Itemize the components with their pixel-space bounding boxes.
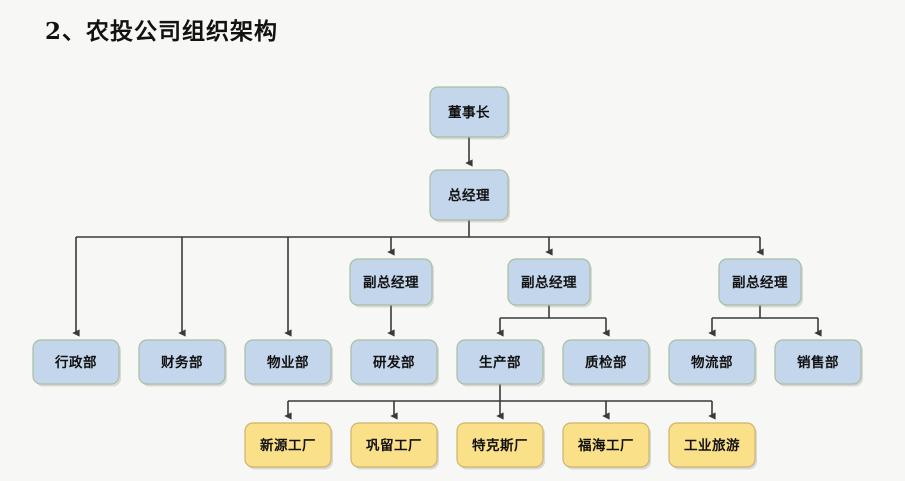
node-box[interactable] xyxy=(244,339,332,385)
node-box[interactable] xyxy=(668,339,756,385)
node-财务部[interactable]: 财务部 xyxy=(138,339,227,387)
node-box[interactable] xyxy=(456,339,544,385)
node-label: 特克斯厂 xyxy=(472,437,528,454)
node-销售部[interactable]: 销售部 xyxy=(774,339,863,387)
node-box[interactable] xyxy=(349,258,433,306)
node-总经理[interactable]: 总经理 xyxy=(429,169,510,223)
page-title: 2、农投公司组织架构 xyxy=(45,18,279,45)
node-label: 总经理 xyxy=(448,187,490,204)
node-label: 福海工厂 xyxy=(577,437,634,454)
node-label: 巩留工厂 xyxy=(366,437,422,454)
node-box[interactable] xyxy=(718,258,802,306)
connector-layer xyxy=(72,137,822,420)
node-label: 副总经理 xyxy=(732,274,788,291)
node-box[interactable] xyxy=(429,86,509,138)
node-label: 副总经理 xyxy=(363,274,419,291)
node-label: 物业部 xyxy=(267,354,309,371)
node-行政部[interactable]: 行政部 xyxy=(32,339,121,387)
node-box[interactable] xyxy=(668,422,756,468)
node-label: 副总经理 xyxy=(521,274,577,291)
node-box[interactable] xyxy=(429,169,509,221)
node-物流部[interactable]: 物流部 xyxy=(668,339,757,387)
node-label: 工业旅游 xyxy=(684,437,740,454)
node-巩留工厂[interactable]: 巩留工厂 xyxy=(350,422,439,470)
node-box[interactable] xyxy=(138,339,226,385)
node-label: 物流部 xyxy=(691,354,733,371)
node-box[interactable] xyxy=(32,339,120,385)
node-label: 董事长 xyxy=(448,104,490,121)
node-label: 研发部 xyxy=(373,354,415,371)
node-box[interactable] xyxy=(774,339,862,385)
node-工业旅游[interactable]: 工业旅游 xyxy=(668,422,757,470)
node-董事长[interactable]: 董事长 xyxy=(429,86,510,140)
node-生产部[interactable]: 生产部 xyxy=(456,339,545,387)
node-副总经理[interactable]: 副总经理 xyxy=(349,258,434,308)
node-特克斯厂[interactable]: 特克斯厂 xyxy=(456,422,545,470)
node-新源工厂[interactable]: 新源工厂 xyxy=(244,422,333,470)
node-label: 质检部 xyxy=(585,354,627,371)
node-box[interactable] xyxy=(350,339,438,385)
node-label: 销售部 xyxy=(797,354,839,371)
node-研发部[interactable]: 研发部 xyxy=(350,339,439,387)
node-box[interactable] xyxy=(507,258,591,306)
node-box[interactable] xyxy=(562,339,650,385)
node-label: 财务部 xyxy=(160,354,203,371)
node-box[interactable] xyxy=(456,422,544,468)
node-box[interactable] xyxy=(562,422,650,468)
node-副总经理[interactable]: 副总经理 xyxy=(507,258,592,308)
node-福海工厂[interactable]: 福海工厂 xyxy=(562,422,651,470)
node-副总经理[interactable]: 副总经理 xyxy=(718,258,803,308)
node-质检部[interactable]: 质检部 xyxy=(562,339,651,387)
node-box[interactable] xyxy=(350,422,438,468)
node-box[interactable] xyxy=(244,422,332,468)
node-label: 新源工厂 xyxy=(260,437,316,454)
node-label: 行政部 xyxy=(54,354,97,371)
node-label: 生产部 xyxy=(479,354,521,371)
node-物业部[interactable]: 物业部 xyxy=(244,339,333,387)
